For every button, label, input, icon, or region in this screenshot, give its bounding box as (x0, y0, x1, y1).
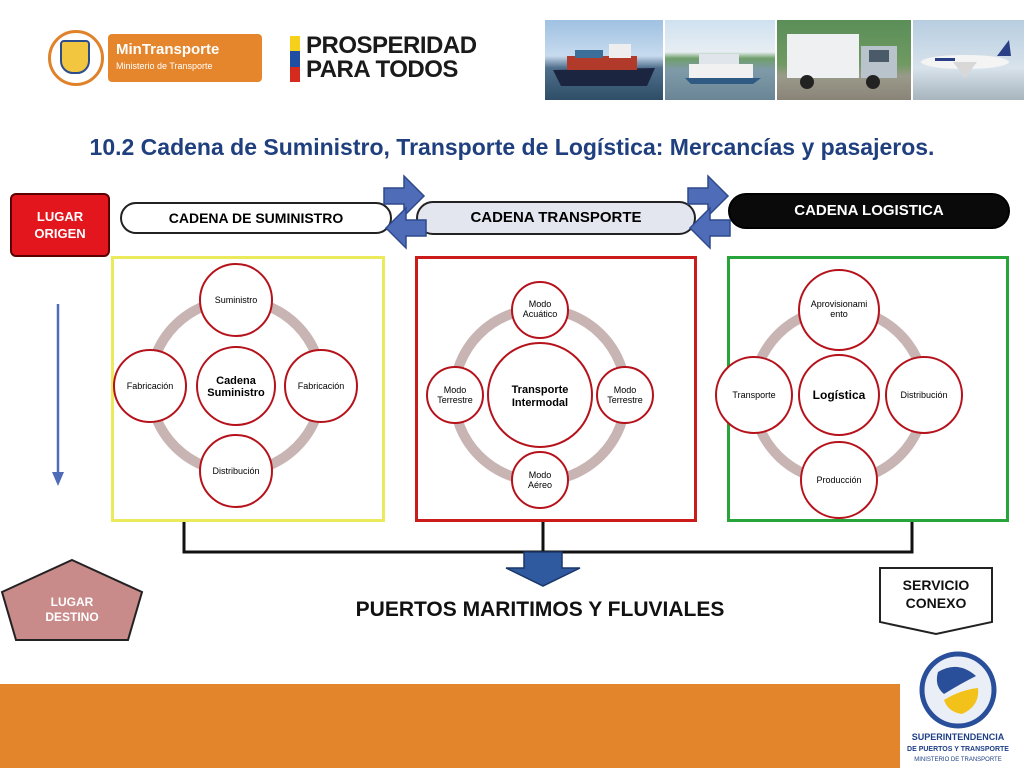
arrow-left-icon (688, 206, 731, 250)
footer-band (0, 684, 900, 768)
superintendencia-logo: SUPERINTENDENCIA DE PUERTOS Y TRANSPORTE… (900, 640, 1024, 768)
org-line-1: SUPERINTENDENCIA (912, 732, 1005, 742)
boat-photo (665, 20, 775, 100)
truck-photo (777, 20, 911, 100)
mintransporte-logo: MinTransporte Ministerio de Transporte (48, 30, 262, 86)
arrow-down-icon (505, 551, 581, 587)
origin-label: LUGAR ORIGEN (10, 193, 110, 257)
node-label: Distribución (900, 390, 947, 400)
flow-down-arrow-icon (52, 304, 64, 486)
cycle-node-bottom: Producción (800, 441, 878, 519)
ship-photo (545, 20, 663, 100)
colombia-seal-icon (48, 30, 104, 86)
supply-chain-label: CADENA DE SUMINISTRO (120, 202, 392, 234)
ministry-name: MinTransporte (116, 41, 220, 58)
cycle-node-right: Distribución (885, 356, 963, 434)
org-line-2: DE PUERTOS Y TRANSPORTE (907, 746, 1009, 753)
slogan-line-2: PARA TODOS (306, 56, 458, 83)
page-title: 10.2 Cadena de Suministro, Transporte de… (89, 134, 935, 160)
node-label: Fabricación (127, 381, 174, 391)
exchange-arrows-2 (687, 174, 731, 250)
org-line-3: MINISTERIO DE TRANSPORTE (914, 757, 1001, 763)
superintendencia-emblem-icon: SUPERINTENDENCIA DE PUERTOS Y TRANSPORTE… (907, 651, 1009, 763)
transport-photos (545, 20, 1024, 100)
center-label-line-2: Suministro (207, 387, 265, 399)
transport-chain-label: CADENA TRANSPORTE (416, 201, 696, 235)
arrow-right-icon (687, 174, 730, 218)
cycle-node-top: Suministro (199, 263, 273, 337)
arrow-right-icon (383, 174, 426, 218)
cycle-node-bottom: Distribución (199, 434, 273, 508)
prosperidad-logo: PROSPERIDAD PARA TODOS (290, 34, 496, 86)
cycle-node-right: Fabricación (284, 349, 358, 423)
arrow-left-icon (384, 206, 427, 250)
flag-icon (290, 36, 300, 82)
merge-bracket (182, 522, 914, 587)
center-label-line-1: Cadena (216, 375, 257, 387)
node-label: Producción (816, 475, 861, 485)
cycle-node-left: Fabricación (113, 349, 187, 423)
airplane-photo (913, 20, 1024, 100)
exchange-arrows-1 (383, 174, 427, 250)
slogan-line-1: PROSPERIDAD (306, 32, 477, 59)
node-label: Fabricación (298, 381, 345, 391)
supply-chain-frame (111, 256, 385, 522)
center-label: Logística (813, 388, 866, 402)
cycle-center: Logística (798, 354, 880, 436)
node-label: Suministro (215, 295, 258, 305)
cycle-node-left: Transporte (715, 356, 793, 434)
ministry-subtitle: Ministerio de Transporte (116, 61, 213, 71)
node-label: Transporte (732, 390, 775, 400)
node-label: Distribución (212, 466, 259, 476)
transport-chain-frame (415, 256, 697, 522)
logistics-chain-label: CADENA LOGISTICA (728, 193, 1010, 229)
supply-cycle: Suministro Fabricación Distribución Fabr… (113, 263, 358, 508)
ports-label: PUERTOS MARITIMOS Y FLUVIALES (355, 598, 725, 621)
